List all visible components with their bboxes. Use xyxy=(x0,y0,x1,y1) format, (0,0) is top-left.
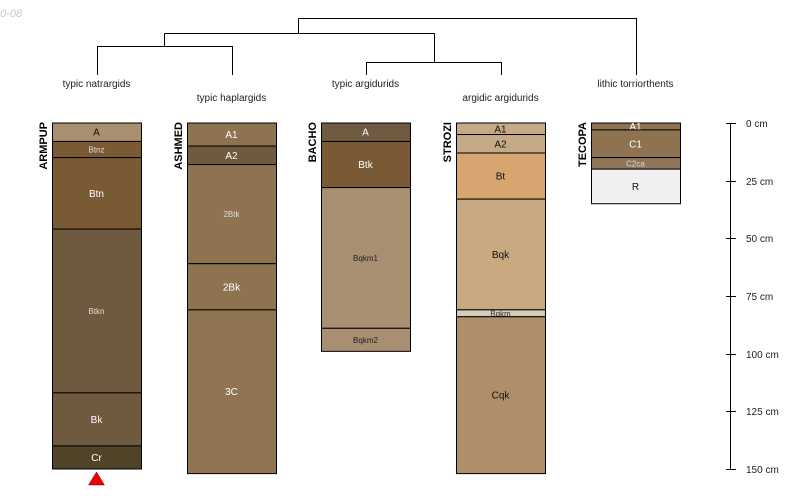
taxon-label: typic natrargids xyxy=(63,79,131,90)
horizon-label: A1 xyxy=(494,124,507,135)
horizon-cr xyxy=(52,445,142,470)
horizon-label: R xyxy=(632,182,639,193)
horizon-bqkm2 xyxy=(321,327,411,352)
date-stamp: 10-08 xyxy=(0,8,23,20)
horizon-bqk xyxy=(456,198,546,311)
profile-name: TECOPA xyxy=(577,122,589,167)
horizon-3c xyxy=(187,309,277,475)
horizon-label: Cqk xyxy=(492,391,511,402)
depth-tick-label: 100 cm xyxy=(746,350,779,361)
profile-name: BACHO xyxy=(307,122,319,163)
horizon-bk xyxy=(52,392,142,447)
horizon-label: Bqk xyxy=(492,250,510,261)
profile-name: STROZI xyxy=(442,122,454,162)
dendrogram-branch-root xyxy=(298,18,637,75)
dendrogram-branch-duripan-pair xyxy=(366,33,502,75)
horizon-cqk xyxy=(456,316,546,475)
horizon-label: C1 xyxy=(629,139,642,150)
horizon-bt xyxy=(456,152,546,200)
horizon-label: Bqkm xyxy=(490,309,511,318)
taxon-label: argidic argidurids xyxy=(462,93,538,104)
taxon-label: typic haplargids xyxy=(197,93,266,104)
horizon-label: Cr xyxy=(91,453,102,464)
horizon-r xyxy=(591,168,681,205)
horizon-label: 3C xyxy=(225,387,238,398)
horizon-bqkm1 xyxy=(321,187,411,329)
horizon-btkn xyxy=(52,228,142,394)
horizon-label: A xyxy=(93,128,100,139)
horizon-label: Btnz xyxy=(88,146,104,155)
horizon-label: Btk xyxy=(358,160,373,171)
horizon-label: A xyxy=(362,128,369,139)
depth-tick-label: 50 cm xyxy=(746,234,773,245)
dendrogram-branch-left-pair xyxy=(97,33,233,75)
profile-name: ARMPUP xyxy=(38,122,50,170)
depth-tick-label: 75 cm xyxy=(746,292,773,303)
horizon-label: Btkn xyxy=(88,307,104,316)
horizon-label: Bk xyxy=(91,415,104,426)
horizon-label: Bt xyxy=(496,172,506,183)
horizon-label: 2Btk xyxy=(223,210,240,219)
depth-tick-label: 25 cm xyxy=(746,177,773,188)
horizon-c1 xyxy=(591,129,681,159)
taxon-label: typic argidurids xyxy=(332,79,399,90)
depth-axis: 0 cm 25 cm 50 cm 75 cm 100 cm 125 cm 150 cm xyxy=(726,119,779,476)
horizon-label: A1 xyxy=(629,122,642,133)
horizon-2btk xyxy=(187,164,277,265)
depth-tick-label: 0 cm xyxy=(746,119,768,130)
depth-tick-label: 125 cm xyxy=(746,407,779,418)
horizon-label: A1 xyxy=(225,130,238,141)
dendrogram xyxy=(97,18,637,75)
profile-name: ASHMED xyxy=(173,122,185,170)
horizon-btk xyxy=(321,140,411,189)
horizon-label: 2Bk xyxy=(223,282,241,293)
horizon-label: C2ca xyxy=(626,159,645,168)
horizon-label: A2 xyxy=(225,151,238,162)
dendrogram-branch-argid-group xyxy=(164,18,435,34)
truncation-marker-icon xyxy=(88,471,105,486)
horizon-label: Btn xyxy=(89,189,104,200)
taxon-label: lithic torriorthents xyxy=(597,79,673,90)
horizon-label: Bqkm2 xyxy=(353,336,378,345)
depth-tick-label: 150 cm xyxy=(746,465,779,476)
horizon-label: Bqkm1 xyxy=(353,254,378,263)
horizon-label: A2 xyxy=(494,139,507,150)
